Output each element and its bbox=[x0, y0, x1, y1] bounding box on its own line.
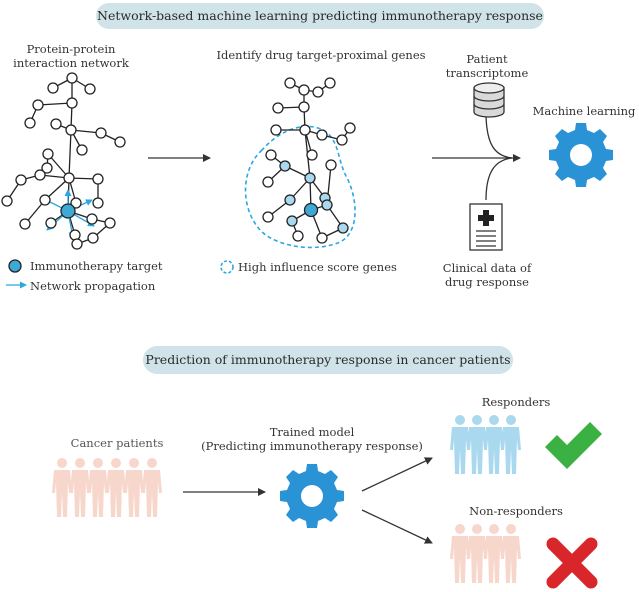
check-icon bbox=[545, 422, 602, 469]
person-icon bbox=[124, 458, 144, 517]
ppi-label: Protein-protein interaction network bbox=[6, 42, 136, 71]
person-icon bbox=[106, 458, 126, 517]
clinical-label-line2: drug response bbox=[445, 275, 529, 290]
target-node-2 bbox=[303, 202, 319, 218]
trained-label-line2: (Predicting immunotherapy response) bbox=[201, 439, 423, 454]
gear-icon bbox=[549, 123, 613, 187]
patient-label-line1: Patient bbox=[466, 52, 508, 66]
responders-label: Responders bbox=[481, 395, 551, 409]
person-icon bbox=[450, 524, 470, 583]
ppi-label-line2: interaction network bbox=[13, 56, 129, 71]
cancer-patients-group bbox=[52, 458, 162, 517]
identify-label: Identify drug target-proximal genes bbox=[216, 48, 426, 62]
legend-propagation-label: Network propagation bbox=[30, 279, 156, 293]
person-icon bbox=[467, 524, 487, 583]
proximal-nodes bbox=[262, 77, 356, 244]
clinical-label-line1: Clinical data of bbox=[442, 261, 532, 275]
person-icon bbox=[88, 458, 108, 517]
machine-learning-label: Machine learning bbox=[532, 104, 636, 118]
non-responders-group bbox=[450, 524, 521, 583]
person-icon bbox=[484, 415, 504, 474]
patient-transcriptome-label: Patient transcriptome bbox=[442, 52, 532, 81]
ppi-nodes bbox=[1, 72, 126, 250]
trained-gear-icon bbox=[280, 464, 344, 528]
arrow-to-responders bbox=[361, 457, 433, 492]
document-icon bbox=[469, 203, 503, 251]
ppi-label-line1: Protein-protein bbox=[26, 42, 116, 56]
clinical-data-label: Clinical data of drug response bbox=[432, 261, 542, 290]
legend-target-label: Immunotherapy target bbox=[30, 259, 163, 273]
trained-label-line1: Trained model bbox=[269, 425, 355, 439]
person-icon bbox=[484, 524, 504, 583]
person-icon bbox=[501, 524, 521, 583]
legend-target-icon bbox=[8, 259, 22, 273]
cross-icon bbox=[546, 537, 598, 589]
legend-influence-label: High influence score genes bbox=[238, 260, 397, 274]
person-icon bbox=[52, 458, 72, 517]
high-influence-nodes bbox=[279, 160, 349, 234]
patient-label-line2: transcriptome bbox=[445, 66, 529, 81]
trained-model-label: Trained model (Predicting immunotherapy … bbox=[196, 425, 428, 454]
database-icon bbox=[473, 82, 505, 118]
top-banner: Network-based machine learning predictin… bbox=[96, 3, 544, 29]
legend-influence-icon bbox=[220, 260, 234, 274]
bottom-banner: Prediction of immunotherapy response in … bbox=[143, 346, 513, 374]
arrow-to-nonresponders bbox=[361, 509, 433, 544]
person-icon bbox=[467, 415, 487, 474]
high-influence-boundary bbox=[244, 125, 356, 249]
immunotherapy-target-node bbox=[60, 203, 76, 219]
person-icon bbox=[70, 458, 90, 517]
merge-arrows bbox=[432, 111, 521, 201]
person-icon bbox=[450, 415, 470, 474]
cancer-patients-label: Cancer patients bbox=[70, 436, 164, 450]
person-icon bbox=[142, 458, 162, 517]
non-responders-label: Non-responders bbox=[469, 504, 563, 518]
responders-group bbox=[450, 415, 521, 474]
person-icon bbox=[501, 415, 521, 474]
